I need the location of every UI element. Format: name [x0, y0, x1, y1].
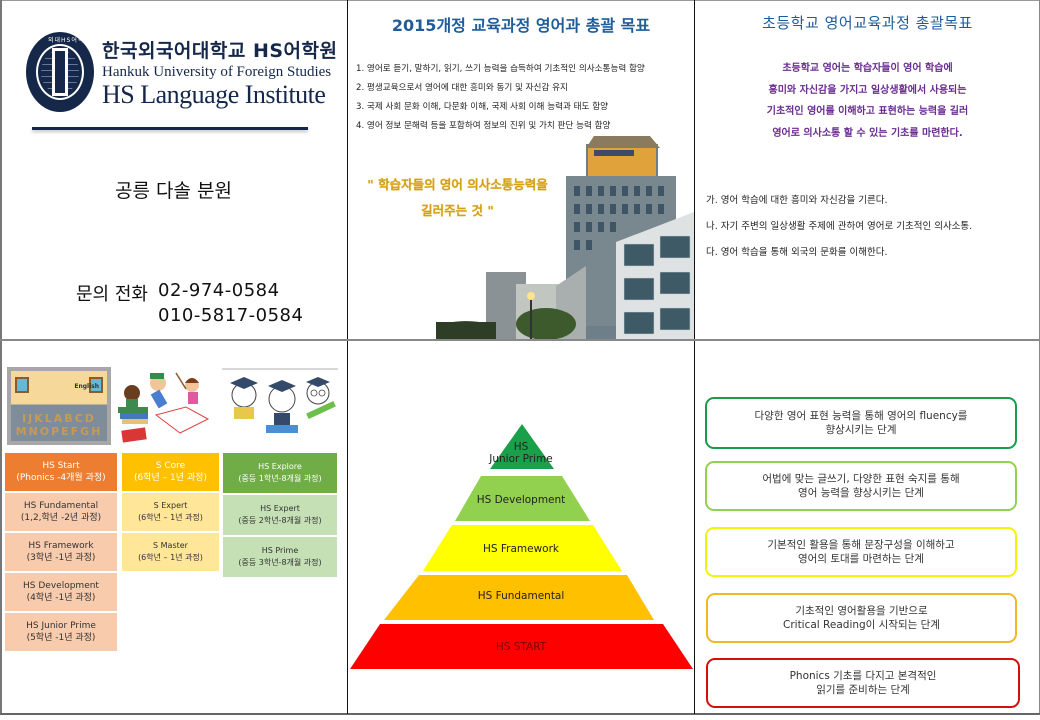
row-divider: [0, 339, 1040, 341]
academy-name-korean: 한국외국어대학교 HS어학원: [102, 40, 338, 62]
frame-border: [0, 0, 2, 714]
goal-item: 4. 영어 정보 문해력 등을 포함하여 정보의 진위 및 가치 판단 능력 함…: [356, 121, 611, 131]
elementary-summary: 초등학교 영어는 학습자들이 영어 학습에 흥미와 자신감을 가지고 일상생활에…: [766, 63, 969, 139]
university-seal-icon: 외대HS어학원: [26, 32, 94, 112]
program-item[interactable]: HS Fundamental (1,2,학년 -2년 과정): [5, 493, 117, 531]
goal-item: 3. 국제 사회 문화 이해, 다문화 이해, 국제 사회 이해 능력과 태도 …: [356, 102, 609, 112]
program-item[interactable]: HS Expert (중등 2학년-8개월 과정): [223, 495, 337, 535]
pyramid-label-junior-prime: HS Junior Prime: [489, 441, 553, 465]
goal-item: 가. 영어 학습에 대한 흥미와 자신감을 기른다.: [706, 195, 888, 206]
program-item[interactable]: S Master (6학년 – 1년 과정): [122, 533, 219, 571]
program-column-hs-start: HS Start (Phonics -4개월 과정) HS Fundamenta…: [5, 453, 117, 653]
program-column-s-core: S Core (6학년 – 1년 과정) S Expert (6학년 – 1년 …: [122, 453, 219, 573]
goal-item: 1. 영어로 듣기, 말하기, 읽기, 쓰기 능력을 습득하여 기초적인 의사소…: [356, 64, 645, 74]
university-building-photo: [436, 136, 694, 339]
program-header[interactable]: S Core (6학년 – 1년 과정): [122, 453, 219, 491]
logo-divider: [32, 127, 308, 130]
pyramid-level-framework: [423, 525, 622, 571]
program-item[interactable]: HS Development (4학년 -1년 과정): [5, 573, 117, 611]
contact-label: 문의 전화: [76, 284, 148, 305]
program-header[interactable]: HS Explore (중등 1학년-8개월 과정): [223, 453, 337, 493]
program-item[interactable]: HS Framework (3학년 -1년 과정): [5, 533, 117, 571]
column-divider: [694, 0, 695, 714]
program-item[interactable]: HS Prime (중등 3학년-8개월 과정): [223, 537, 337, 577]
elementary-title: 초등학교 영어교육과정 총괄목표: [762, 14, 973, 32]
curriculum-quote: " 학습자들의 영어 의사소통능력을 길러주는 것 ": [367, 177, 548, 218]
goal-item: 나. 자기 주변의 일상생활 주제에 관하여 영어로 기초적인 의사소통.: [706, 221, 973, 232]
frame-border: [0, 0, 1040, 1]
goal-item: 다. 영어 학습을 통해 외국의 문화를 이해한다.: [706, 247, 888, 258]
curriculum-2015-goals: 1. 영어로 듣기, 말하기, 읽기, 쓰기 능력을 습득하여 기초적인 의사소…: [356, 60, 694, 136]
program-item[interactable]: S Expert (6학년 – 1년 과정): [122, 493, 219, 531]
pyramid-label-start: HS START: [495, 641, 547, 653]
curriculum-2015-panel: 2015개정 교육과정 영어과 총괄 목표 1. 영어로 듣기, 말하기, 읽기…: [348, 0, 694, 339]
phone-number-mobile[interactable]: 010-5817-0584: [158, 305, 304, 326]
pyramid-level-start: [350, 624, 693, 669]
graduates-illustration: [222, 368, 338, 433]
academy-info-panel: 외대HS어학원 한국외국어대학교 HS어학원 Hankuk University…: [0, 0, 347, 339]
program-header[interactable]: HS Start (Phonics -4개월 과정): [5, 453, 117, 491]
branch-name: 공릉 다솔 분원: [115, 180, 232, 202]
pyramid-level-fundamental: [384, 575, 654, 620]
column-divider: [347, 0, 348, 714]
level-pyramid-panel: HS Junior Prime HS Development HS Framew…: [348, 341, 694, 720]
academy-logo: 외대HS어학원 한국외국어대학교 HS어학원 Hankuk University…: [26, 32, 337, 112]
pyramid-label-development: HS Development: [476, 494, 566, 506]
goal-item: 2. 평생교육으로서 영어에 대한 흥미와 동기 및 자신감 유지: [356, 83, 568, 93]
level-pyramid: [350, 424, 693, 669]
institute-name-english: HS Language Institute: [102, 80, 326, 109]
curriculum-2015-title: 2015개정 교육과정 영어과 총괄 목표: [391, 16, 651, 35]
pyramid-label-fundamental: HS Fundamental: [477, 590, 565, 602]
program-item[interactable]: HS Junior Prime (5학년 -1년 과정): [5, 613, 117, 651]
phone-number-landline[interactable]: 02-974-0584: [158, 280, 280, 301]
pyramid-level-junior-prime: [490, 424, 554, 469]
university-name-english: Hankuk University of Foreign Studies: [102, 64, 332, 80]
pyramid-label-framework: HS Framework: [482, 543, 560, 555]
frame-border: [0, 713, 1040, 715]
kids-reading-books-illustration: [118, 372, 210, 443]
elementary-goals: 가. 영어 학습에 대한 흥미와 자신감을 기른다. 나. 자기 주변의 일상생…: [706, 188, 972, 266]
program-column-hs-explore: HS Explore (중등 1학년-8개월 과정) HS Expert (중등…: [223, 453, 337, 579]
elementary-curriculum-panel: 초등학교 영어교육과정 총괄목표 초등학교 영어는 학습자들이 영어 학습에 흥…: [695, 0, 1040, 339]
pyramid-level-development: [455, 476, 590, 521]
